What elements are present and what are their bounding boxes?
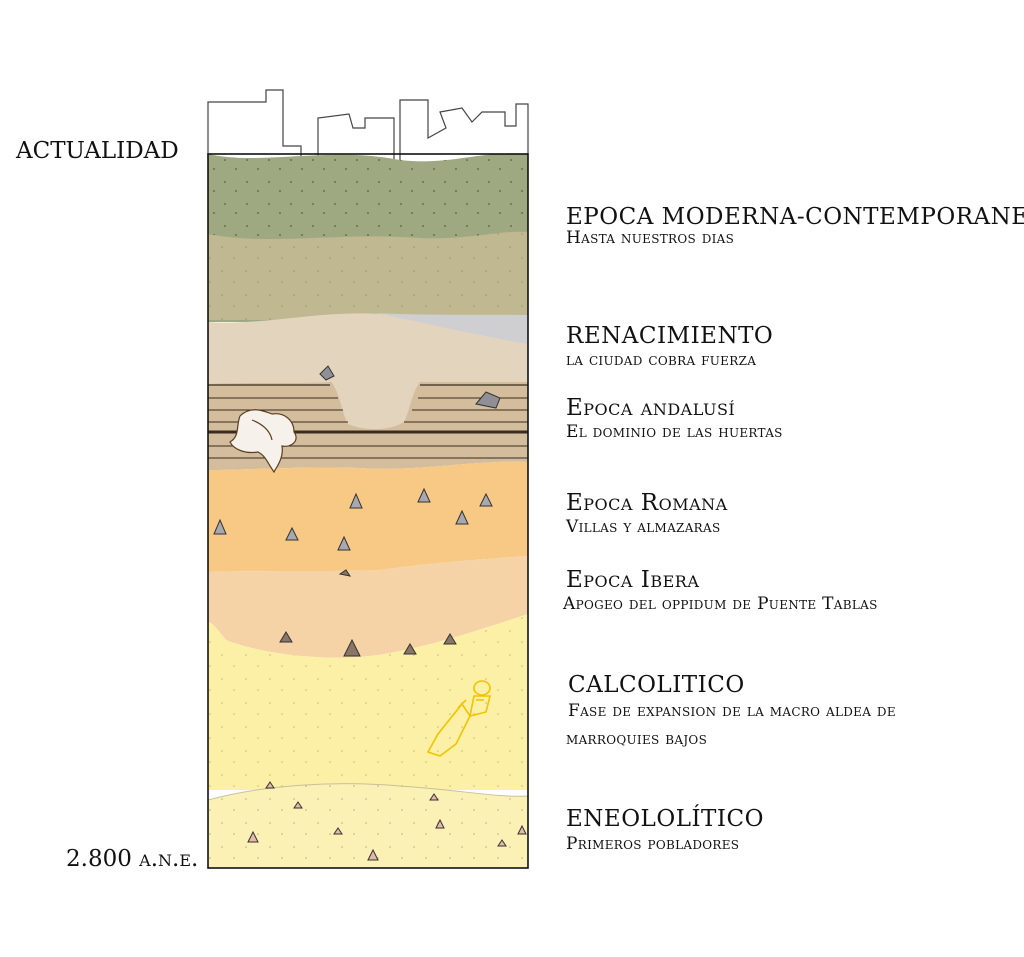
- top-label: ACTUALIDAD: [16, 138, 179, 164]
- layer-renacimiento: [208, 313, 528, 388]
- period-title-moderna: EPOCA MODERNA-CONTEMPORANEA: [566, 204, 1024, 230]
- stones: [213, 365, 527, 861]
- period-title-renacimiento: RENACIMIENTO: [566, 323, 774, 349]
- column-border: [207, 153, 529, 869]
- period-subtitle-moderna: Hasta nuestros dias: [566, 228, 735, 248]
- bottom-label: 2.800 a.n.e.: [66, 846, 199, 872]
- layer-romana: [208, 461, 528, 572]
- period-title-romana: Epoca Romana: [566, 490, 728, 516]
- layer-ibera: [208, 556, 528, 658]
- period-subtitle-calcolitico-line2: marroquies bajos: [566, 729, 708, 749]
- idol-artifact: [426, 680, 492, 757]
- period-title-calcolitico: CALCOLITICO: [568, 672, 745, 698]
- pottery-artifact: [229, 409, 297, 474]
- pit-fill: [330, 380, 420, 430]
- period-subtitle-andalusi: El dominio de las huertas: [566, 422, 783, 442]
- period-subtitle-ibera: Apogeo del oppidum de Puente Tablas: [563, 594, 878, 614]
- period-subtitle-eneolitico: Primeros pobladores: [566, 834, 740, 854]
- period-title-andalusi: Epoca andalusí: [566, 395, 736, 421]
- period-title-eneolitico: ENEOLOLÍTICO: [566, 806, 764, 832]
- period-subtitle-renacimiento: la ciudad cobra fuerza: [566, 350, 757, 370]
- period-subtitle-romana: Villas y almazaras: [566, 517, 721, 537]
- period-subtitle-calcolitico: Fase de expansion de la macro aldea de: [568, 701, 896, 721]
- period-title-ibera: Epoca Ibera: [566, 567, 700, 593]
- gray-lens: [376, 313, 528, 344]
